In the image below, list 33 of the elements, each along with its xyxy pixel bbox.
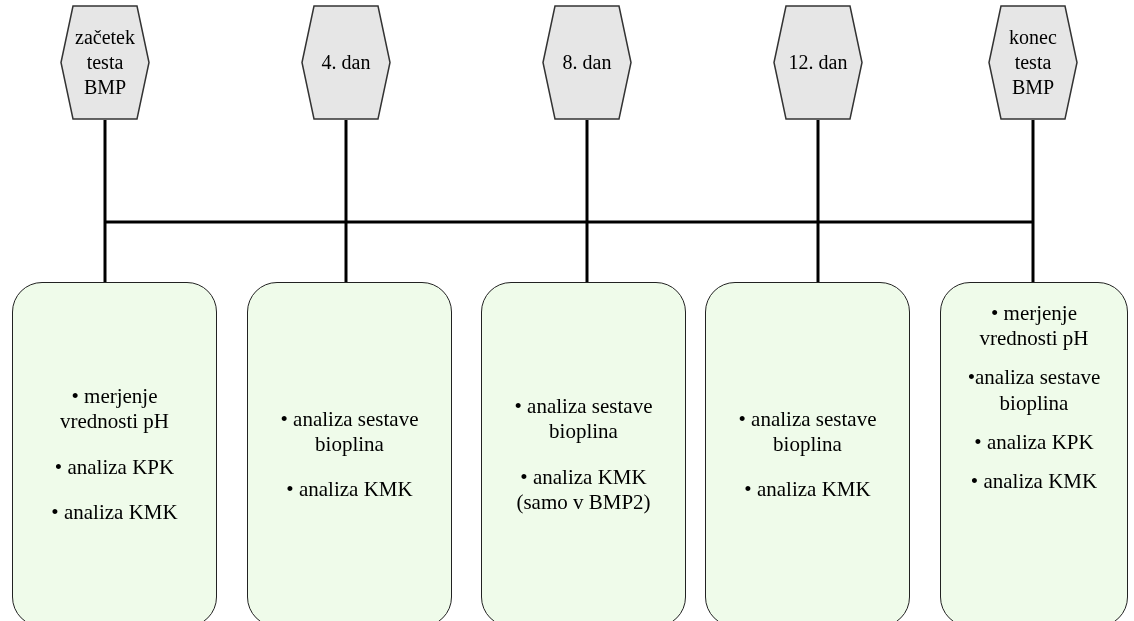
connector-line (1031, 120, 1035, 282)
milestone-label: konec testa BMP (1008, 25, 1058, 100)
task-item: • merjenje vrednosti pH (58, 384, 171, 435)
milestone-hexagon (988, 5, 1078, 120)
task-item: • analiza sestave bioplina (279, 406, 420, 458)
task-card (705, 282, 910, 621)
connector-line (344, 120, 348, 282)
task-item: • merjenje vrednosti pH (978, 301, 1090, 352)
milestone-label: 8. dan (562, 50, 612, 75)
task-item: • analiza KPK (54, 454, 175, 480)
milestone-hexagon (542, 5, 632, 120)
task-card (481, 282, 686, 621)
connector-line (103, 120, 107, 282)
milestone-label: začetek testa BMP (74, 25, 136, 100)
task-item: • analiza KMK (51, 499, 178, 525)
task-card (247, 282, 452, 621)
task-item: • analiza KMK (samo v BMP2) (515, 464, 652, 515)
milestone-hexagon (773, 5, 863, 120)
task-card (12, 282, 217, 621)
task-item: • analiza sestave bioplina (513, 394, 654, 445)
task-item: • analiza KMK (970, 468, 1098, 495)
milestone-label: 12. dan (788, 50, 848, 75)
connector-line (816, 120, 820, 282)
task-item: • analiza KMK (286, 477, 413, 503)
milestone-label: 4. dan (321, 50, 371, 75)
task-item: • analiza KPK (974, 429, 1094, 455)
task-card (940, 282, 1128, 621)
milestone-hexagon (301, 5, 391, 120)
task-item: •analiza sestave bioplina (966, 365, 1102, 416)
task-item: • analiza KMK (744, 477, 871, 503)
task-item: • analiza sestave bioplina (737, 406, 878, 458)
milestone-hexagon (60, 5, 150, 120)
connector-line (585, 120, 589, 282)
